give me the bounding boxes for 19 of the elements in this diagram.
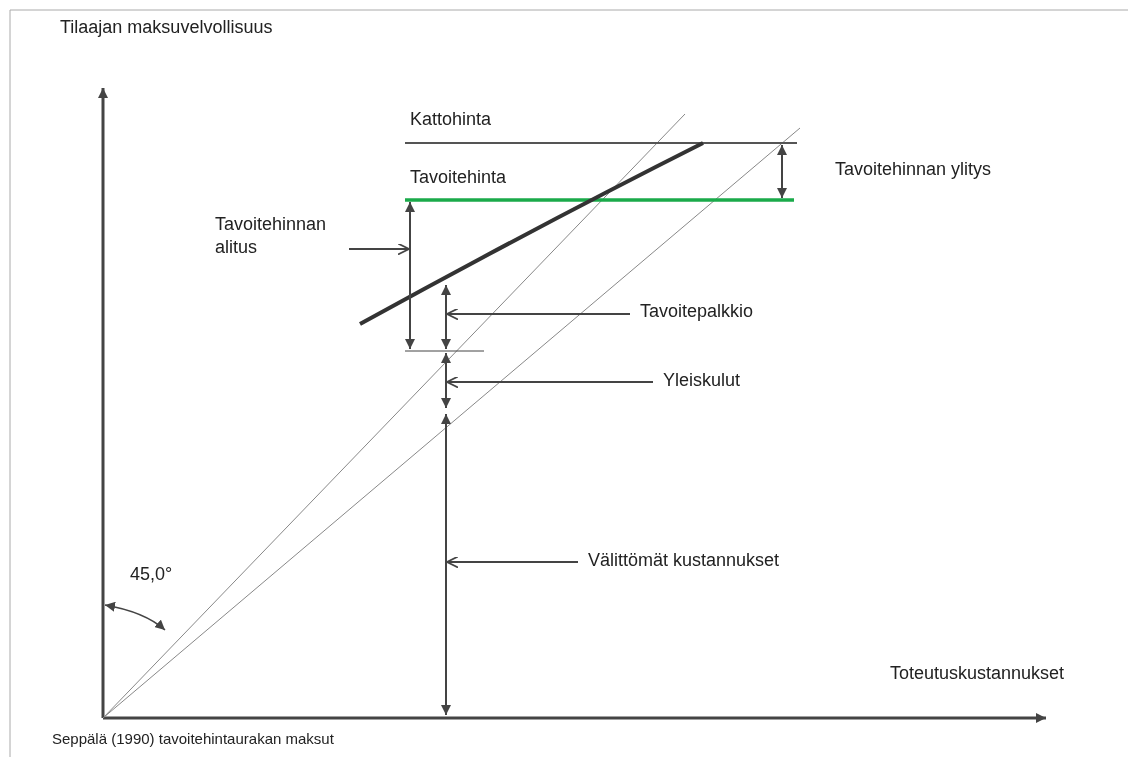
target-price-label: Tavoitehinta xyxy=(410,166,507,189)
dimension-line xyxy=(441,284,451,350)
angle-label: 45,0° xyxy=(130,563,173,586)
leader-line xyxy=(446,555,579,569)
annotation-label: Tavoitehinnan alitus xyxy=(215,213,328,260)
leader-line xyxy=(446,375,654,389)
annotation-label: Tavoitepalkkio xyxy=(640,300,754,323)
axis-title: Tilaajan maksuvelvollisuus xyxy=(60,16,273,39)
caption: Seppälä (1990) tavoitehintaurakan maksut xyxy=(52,729,334,749)
annotation-label: Tavoitehinnan ylitys xyxy=(835,158,992,181)
leader-line xyxy=(446,307,631,321)
ceiling-price-label: Kattohinta xyxy=(410,108,492,131)
dimension-line xyxy=(405,201,415,350)
axis-title: Toteutuskustannukset xyxy=(890,662,1065,685)
annotation-label: Välittömät kustannukset xyxy=(588,549,780,572)
dimension-line xyxy=(441,413,451,716)
annotation-label: Yleiskulut xyxy=(663,369,741,392)
dimension-line xyxy=(441,352,451,409)
leader-line xyxy=(348,242,410,256)
